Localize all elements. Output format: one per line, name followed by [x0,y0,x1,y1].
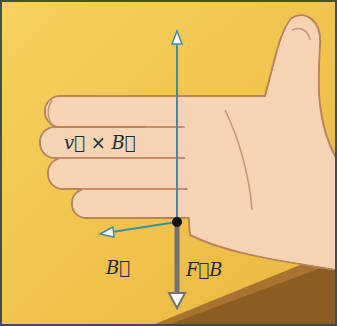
charge-dot [172,217,182,227]
b-arrowhead [100,227,114,237]
v-cross-b-arrowhead [172,31,182,44]
b-vector [112,222,177,232]
finger-creases [48,28,310,210]
field-label: B⃗ [106,256,130,279]
force-vector [175,222,180,294]
force-arrowhead [169,293,185,308]
hand-outline [40,15,337,270]
hand-fill [41,17,336,269]
vector-product-label: v⃗ × B⃗ [64,131,136,154]
v-cross-b-vector [176,44,178,222]
force-label: F⃗B [186,258,223,281]
